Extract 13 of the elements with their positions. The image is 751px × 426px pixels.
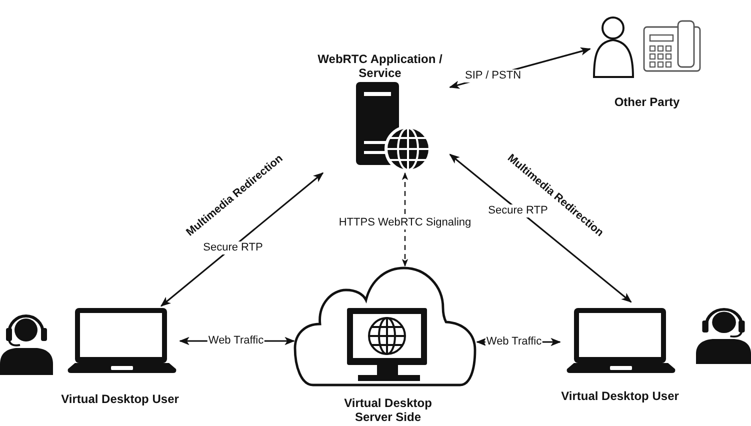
edge-label: Web Traffic: [485, 336, 543, 348]
node-label: Virtual Desktop User: [61, 392, 179, 406]
edge-label: SIP / PSTN: [464, 70, 522, 82]
arrow: [160, 172, 324, 307]
dashed-arrow: [402, 172, 408, 267]
edge-label: Secure RTP: [487, 204, 549, 218]
node-label: Virtual Desktop Server Side: [343, 396, 433, 424]
node-label: Virtual Desktop User: [561, 389, 679, 403]
arrow: [449, 154, 632, 303]
edge-label: HTTPS WebRTC Signaling: [338, 216, 472, 230]
node-label: WebRTC Application / Service: [316, 52, 444, 80]
edge-label: Secure RTP: [202, 242, 264, 254]
node-label: Other Party: [614, 95, 680, 109]
